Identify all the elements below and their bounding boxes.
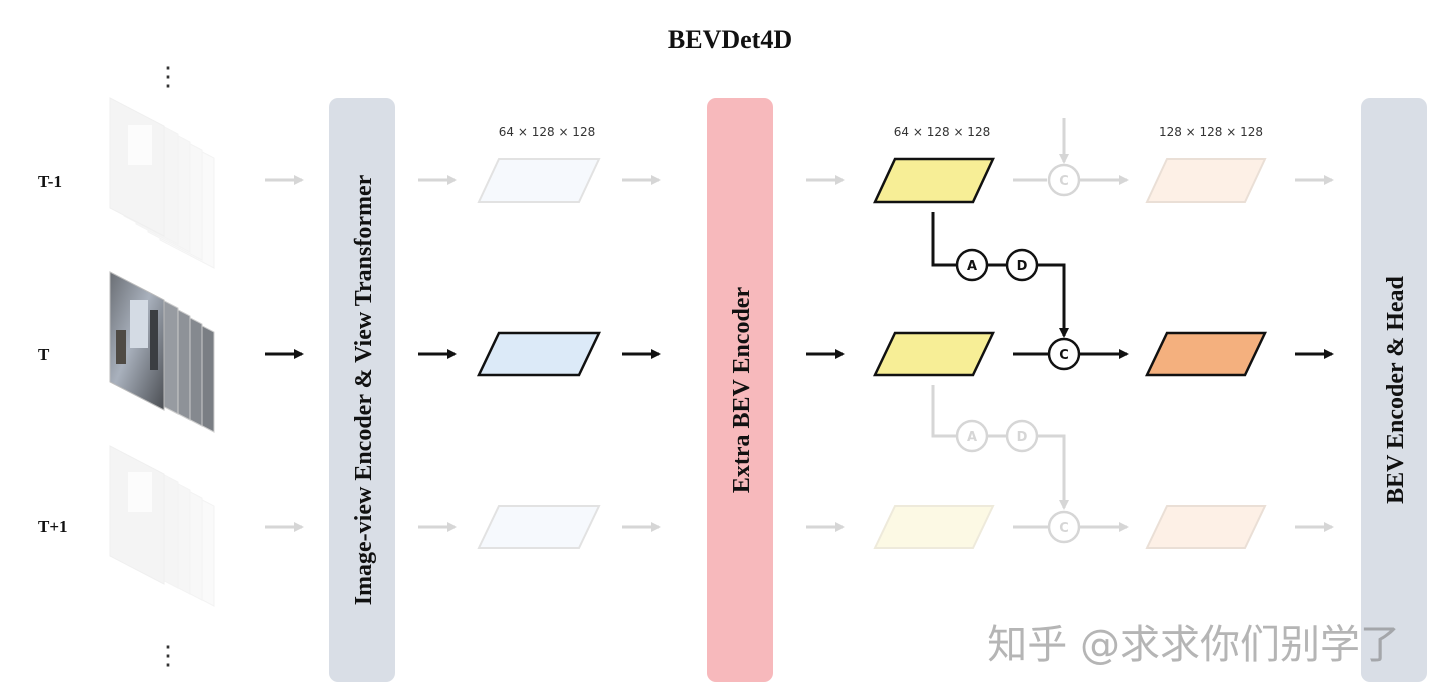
feature-map-bev-t <box>477 331 601 377</box>
temporal-fusion-path: A D <box>931 212 1069 338</box>
concat-label: C <box>1059 174 1069 189</box>
extra-bev-encoder-block: Extra BEV Encoder <box>707 98 773 682</box>
feature-map-concat-t-minus-1 <box>1145 158 1267 203</box>
feature-map-extra-t-plus-1 <box>873 505 995 549</box>
row-t-minus-1-flow: C <box>265 118 1334 204</box>
ellipsis-bottom: ⋮ <box>155 641 181 670</box>
row-t-plus-1-flow: C <box>265 505 1334 549</box>
path-line <box>1037 434 1069 510</box>
ellipsis-top: ⋮ <box>155 62 181 91</box>
temporal-fusion-path-faded: A D <box>931 385 1069 510</box>
watermark: 知乎 @求求你们别学了 <box>987 622 1400 668</box>
extra-bev-encoder-label: Extra BEV Encoder <box>729 287 755 494</box>
row-label-t-minus-1: T-1 <box>38 172 62 191</box>
concat-label: C <box>1059 521 1069 536</box>
image-stack-t-plus-1 <box>109 445 215 607</box>
path-line <box>931 212 957 267</box>
path-line <box>1037 263 1069 338</box>
image-stack-t-minus-1 <box>109 97 215 269</box>
feature-map-concat-t-plus-1 <box>1145 505 1267 549</box>
dim-label-extra: 64 × 128 × 128 <box>894 125 990 139</box>
bev-encoder-head-label: BEV Encoder & Head <box>1383 275 1409 503</box>
row-label-t-plus-1: T+1 <box>38 517 68 536</box>
image-view-encoder-label: Image-view Encoder & View Transformer <box>351 174 377 605</box>
feature-map-bev-t-minus-1 <box>477 158 601 203</box>
feature-map-extra-t <box>873 331 995 377</box>
image-stack-t <box>109 271 215 433</box>
feature-map-extra-t-minus-1 <box>873 157 995 204</box>
row-t-flow: C <box>265 331 1334 377</box>
delta-label: D <box>1017 430 1028 445</box>
dim-label-view: 64 × 128 × 128 <box>499 125 595 139</box>
align-label: A <box>967 430 977 445</box>
image-view-encoder-block: Image-view Encoder & View Transformer <box>329 98 395 682</box>
feature-map-bev-t-plus-1 <box>477 505 601 549</box>
concat-node-t-minus-1 <box>1047 163 1081 197</box>
diagram-title: BEVDet4D <box>668 25 792 54</box>
delta-label: D <box>1017 259 1028 274</box>
align-label: A <box>967 259 977 274</box>
feature-map-concat-t <box>1145 331 1267 377</box>
dim-label-concat: 128 × 128 × 128 <box>1159 125 1263 139</box>
concat-label: C <box>1059 348 1069 363</box>
bev-encoder-head-block: BEV Encoder & Head <box>1361 98 1427 682</box>
path-line <box>931 385 957 438</box>
row-label-t: T <box>38 345 50 364</box>
